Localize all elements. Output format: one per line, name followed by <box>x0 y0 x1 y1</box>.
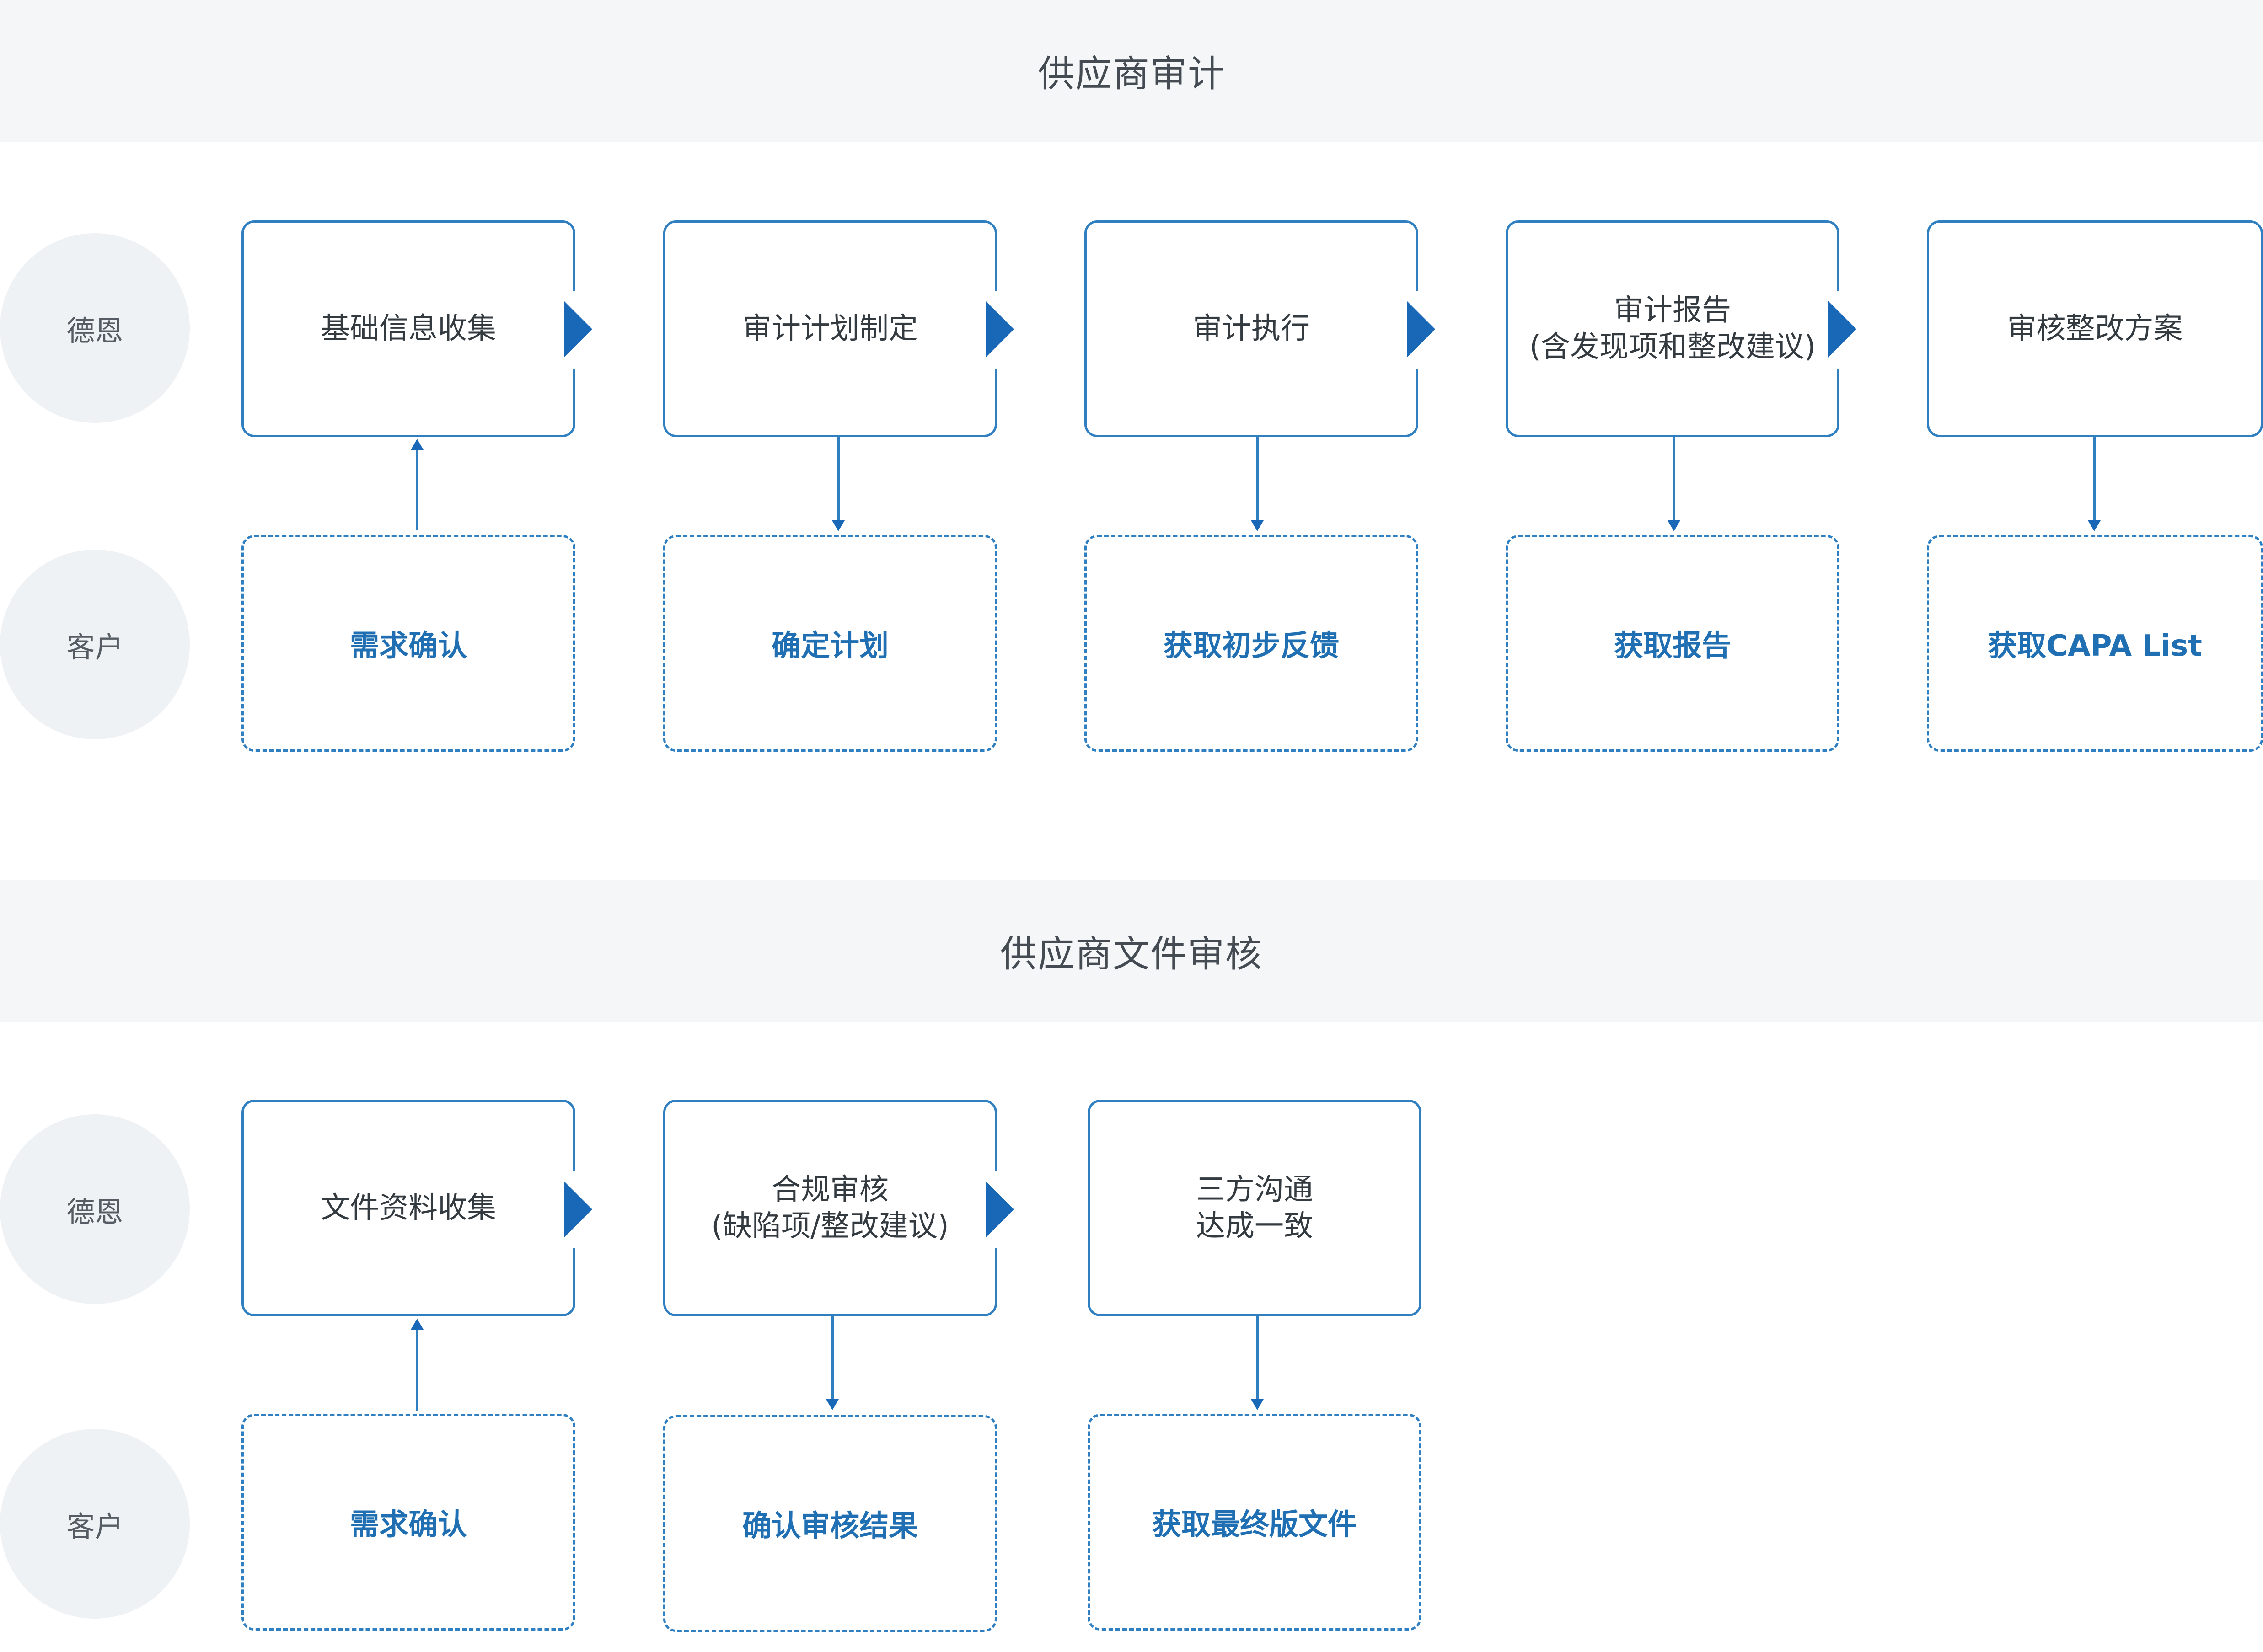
step-box: 合规审核 (缺陷项/整改建议) <box>663 1100 997 1316</box>
section-title: 供应商审计 <box>1038 53 1225 95</box>
client-step-box: 确认审核结果 <box>663 1415 997 1632</box>
client-step-label: 获取初步反馈 <box>1164 629 1339 663</box>
client-step-box: 获取报告 <box>1506 535 1839 752</box>
step-label: 合规审核 (缺陷项/整改建议) <box>711 1173 949 1243</box>
arrow-down-icon <box>1251 520 1264 531</box>
flow-arrow-icon <box>1828 301 1856 358</box>
client-step-label: 需求确认 <box>350 629 467 663</box>
arrow-down-icon <box>1251 1399 1264 1410</box>
step-box: 审计报告 (含发现项和整改建议) <box>1506 220 1839 437</box>
client-step-box: 获取最终版文件 <box>1088 1414 1421 1631</box>
client-step-label: 获取报告 <box>1614 629 1731 663</box>
step-box: 文件资料收集 <box>241 1100 575 1316</box>
step-label: 审计计划制定 <box>742 312 918 346</box>
client-step-label: 获取最终版文件 <box>1152 1508 1357 1542</box>
step-label: 审计执行 <box>1193 312 1310 346</box>
client-step-box: 需求确认 <box>241 535 575 752</box>
connector-line <box>1256 1316 1259 1401</box>
step-label: 文件资料收集 <box>321 1191 496 1225</box>
step-box: 审计计划制定 <box>663 220 997 437</box>
arrow-down-icon <box>1668 520 1680 531</box>
connector-line <box>2093 437 2096 521</box>
connector-line <box>837 437 840 521</box>
arrow-down-icon <box>2088 520 2101 531</box>
section-header-supplier-audit: 供应商审计 <box>0 0 2263 142</box>
step-label: 三方沟通 达成一致 <box>1196 1173 1313 1243</box>
arrow-down-icon <box>832 520 845 531</box>
role-deen: 德恩 <box>0 233 190 423</box>
role-client: 客户 <box>0 550 190 739</box>
client-step-box: 确定计划 <box>663 535 997 752</box>
connector-line <box>416 1328 418 1411</box>
role-label: 德恩 <box>66 314 123 348</box>
role-deen: 德恩 <box>0 1114 190 1304</box>
section-title: 供应商文件审核 <box>1000 933 1263 975</box>
step-box: 三方沟通 达成一致 <box>1088 1100 1421 1316</box>
flow-arrow-icon <box>1407 301 1435 358</box>
step-box: 审核整改方案 <box>1927 220 2263 437</box>
client-step-box: 需求确认 <box>241 1414 575 1631</box>
role-label: 德恩 <box>66 1195 123 1229</box>
step-box: 基础信息收集 <box>241 220 575 437</box>
role-label: 客户 <box>66 1509 123 1543</box>
section-header-supplier-doc-review: 供应商文件审核 <box>0 880 2263 1022</box>
connector-line <box>1673 437 1675 521</box>
arrow-down-icon <box>826 1399 839 1410</box>
connector-line <box>1256 437 1259 521</box>
arrow-up-icon <box>411 439 424 450</box>
flow-arrow-icon <box>564 301 592 358</box>
arrow-up-icon <box>411 1319 424 1330</box>
client-step-label: 需求确认 <box>350 1508 467 1542</box>
flow-arrow-icon <box>564 1181 592 1238</box>
client-step-label: 确定计划 <box>772 629 889 663</box>
client-step-label: 获取CAPA List <box>1988 629 2202 663</box>
flow-arrow-icon <box>986 301 1014 358</box>
step-box: 审计执行 <box>1084 220 1418 437</box>
connector-line <box>831 1316 834 1401</box>
role-client: 客户 <box>0 1429 190 1619</box>
role-label: 客户 <box>66 630 123 664</box>
client-step-box: 获取CAPA List <box>1927 535 2263 752</box>
client-step-label: 确认审核结果 <box>742 1509 918 1543</box>
flow-arrow-icon <box>986 1181 1014 1238</box>
client-step-box: 获取初步反馈 <box>1084 535 1418 752</box>
step-label: 审核整改方案 <box>2007 312 2183 346</box>
step-label: 审计报告 (含发现项和整改建议) <box>1529 294 1816 364</box>
step-label: 基础信息收集 <box>321 312 496 346</box>
connector-line <box>416 448 418 530</box>
